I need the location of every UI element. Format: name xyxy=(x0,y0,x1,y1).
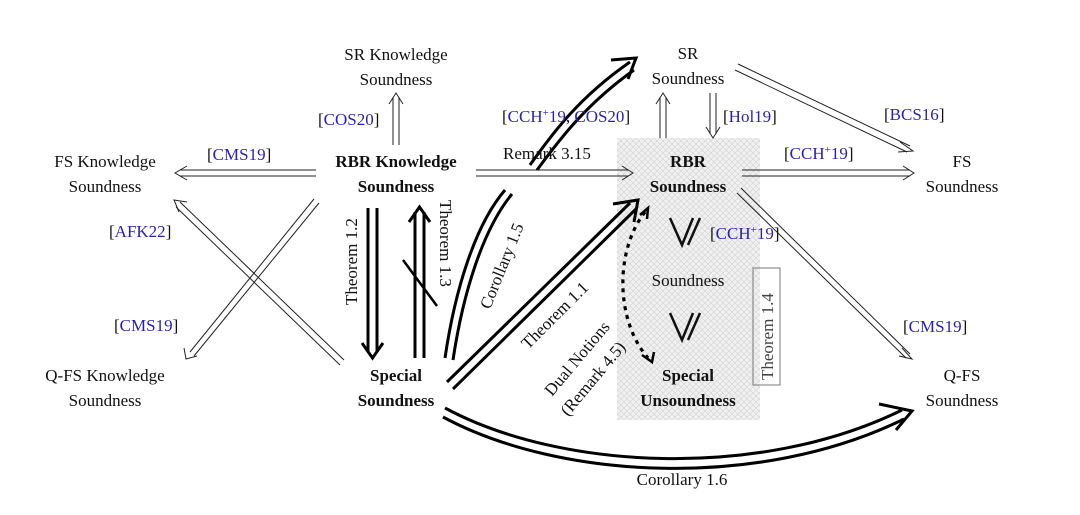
node-label: Special xyxy=(370,366,422,385)
arrow-rbrk-to-fsk xyxy=(174,165,316,181)
node-special-soundness: Special Soundness xyxy=(358,366,435,410)
node-label: Soundness xyxy=(358,177,435,196)
citation-key[interactable]: CCH xyxy=(716,224,751,243)
arrow-dual-notions xyxy=(621,205,656,365)
label-theorem-12: Theorem 1.2 xyxy=(342,218,361,305)
node-label: Special xyxy=(662,366,714,385)
node-label: Soundness xyxy=(926,177,999,196)
node-special-unsoundness: Special Unsoundness xyxy=(640,366,736,410)
citation-key[interactable]: CCH xyxy=(508,107,543,126)
label-theorem-14: Theorem 1.4 xyxy=(758,293,777,380)
label-theorem-13: Theorem 1.3 xyxy=(436,200,455,287)
shaded-region xyxy=(617,138,760,420)
citation-key[interactable]: 19 xyxy=(831,144,848,163)
arrow-rbr-to-sr xyxy=(655,92,671,138)
node-qfs-knowledge: Q-FS Knowledge Soundness xyxy=(45,366,164,410)
arrow-theorem-13 xyxy=(401,204,439,358)
citation-key[interactable]: AFK22 xyxy=(115,222,166,241)
node-label: FS Knowledge xyxy=(54,152,156,171)
citation-cms19-fs[interactable]: [CMS19] xyxy=(207,145,271,164)
node-label: Soundness xyxy=(926,391,999,410)
citation-key[interactable]: CMS19 xyxy=(213,145,266,164)
not-implies-upper xyxy=(668,217,702,249)
citation-key[interactable]: CMS19 xyxy=(120,316,173,335)
arrow-special-to-fsk xyxy=(173,199,345,366)
arrow-remark-315 xyxy=(476,165,634,181)
citation-cch-fs[interactable]: [CCH+19] xyxy=(784,144,854,163)
node-qfs-soundness: Q-FS Soundness xyxy=(926,366,999,410)
citation-sep: , xyxy=(566,107,575,126)
node-rbr-soundness: RBR Soundness xyxy=(650,152,727,196)
citation-sup: + xyxy=(825,144,831,156)
node-label: Soundness xyxy=(358,391,435,410)
theorem-14-box xyxy=(752,267,781,386)
node-rbr-knowledge: RBR Knowledge Soundness xyxy=(335,152,457,196)
citation-cch-cos20[interactable]: [CCH+19, COS20] xyxy=(502,107,630,126)
not-implies-lower xyxy=(668,312,702,344)
arrow-rbrk-to-qfsk xyxy=(183,198,320,360)
node-sr-knowledge: SR Knowledge Soundness xyxy=(344,45,447,89)
node-label: Soundness xyxy=(360,70,433,89)
label-corollary-15: Corollary 1.5 xyxy=(476,220,528,311)
node-label: Soundness xyxy=(650,177,727,196)
citation-key[interactable]: 19 xyxy=(549,107,566,126)
node-fs-soundness: FS Soundness xyxy=(926,152,999,196)
citation-sup: + xyxy=(751,224,757,236)
citation-bcs16[interactable]: [BCS16] xyxy=(884,105,944,124)
node-label: FS xyxy=(953,152,972,171)
arrow-rbrk-to-srk xyxy=(388,92,404,145)
arrow-sr-to-fs xyxy=(734,63,915,153)
node-label: Soundness xyxy=(69,391,142,410)
node-sr-soundness: SR Soundness xyxy=(652,44,725,88)
citation-key[interactable]: COS20 xyxy=(324,110,374,129)
node-label: SR xyxy=(678,44,699,63)
arrow-sr-to-rbr xyxy=(705,93,721,139)
citation-key[interactable]: Hol19 xyxy=(729,107,772,126)
node-label: Soundness xyxy=(652,69,725,88)
node-soundness: Soundness xyxy=(652,271,725,290)
arrow-rbr-to-qfs xyxy=(736,187,914,360)
arrow-corollary-15 xyxy=(443,56,639,361)
citation-cch-soundness[interactable]: [CCH+19] xyxy=(710,224,780,243)
node-fs-knowledge: FS Knowledge Soundness xyxy=(54,152,156,196)
label-remark-315: Remark 3.15 xyxy=(503,144,591,163)
citation-key[interactable]: COS20 xyxy=(574,107,624,126)
citation-cms19-right[interactable]: [CMS19] xyxy=(903,317,967,336)
node-label: SR Knowledge xyxy=(344,45,447,64)
citation-key[interactable]: CCH xyxy=(790,144,825,163)
node-label: Soundness xyxy=(652,271,725,290)
node-label: Q-FS xyxy=(944,366,981,385)
arrow-rbr-to-fs xyxy=(742,165,915,181)
label-corollary-16: Corollary 1.6 xyxy=(637,470,728,489)
citation-key[interactable]: CMS19 xyxy=(909,317,962,336)
citation-key[interactable]: 19 xyxy=(757,224,774,243)
arrow-corollary-16 xyxy=(442,402,915,470)
node-label: RBR xyxy=(670,152,707,171)
node-label: Soundness xyxy=(69,177,142,196)
citation-key[interactable]: BCS16 xyxy=(890,105,939,124)
citation-afk22[interactable]: [AFK22] xyxy=(109,222,171,241)
negation-slash xyxy=(401,259,439,307)
citation-sup: + xyxy=(543,107,549,119)
citation-cms19-qfs[interactable]: [CMS19] xyxy=(114,316,178,335)
node-label: RBR Knowledge xyxy=(335,152,457,171)
node-label: Unsoundness xyxy=(640,391,736,410)
citation-cos20-sr[interactable]: [COS20] xyxy=(318,110,379,129)
arrow-theorem-12 xyxy=(360,208,385,361)
citation-hol19[interactable]: [Hol19] xyxy=(723,107,777,126)
node-label: Q-FS Knowledge xyxy=(45,366,164,385)
arrow-theorem-11 xyxy=(445,198,640,391)
